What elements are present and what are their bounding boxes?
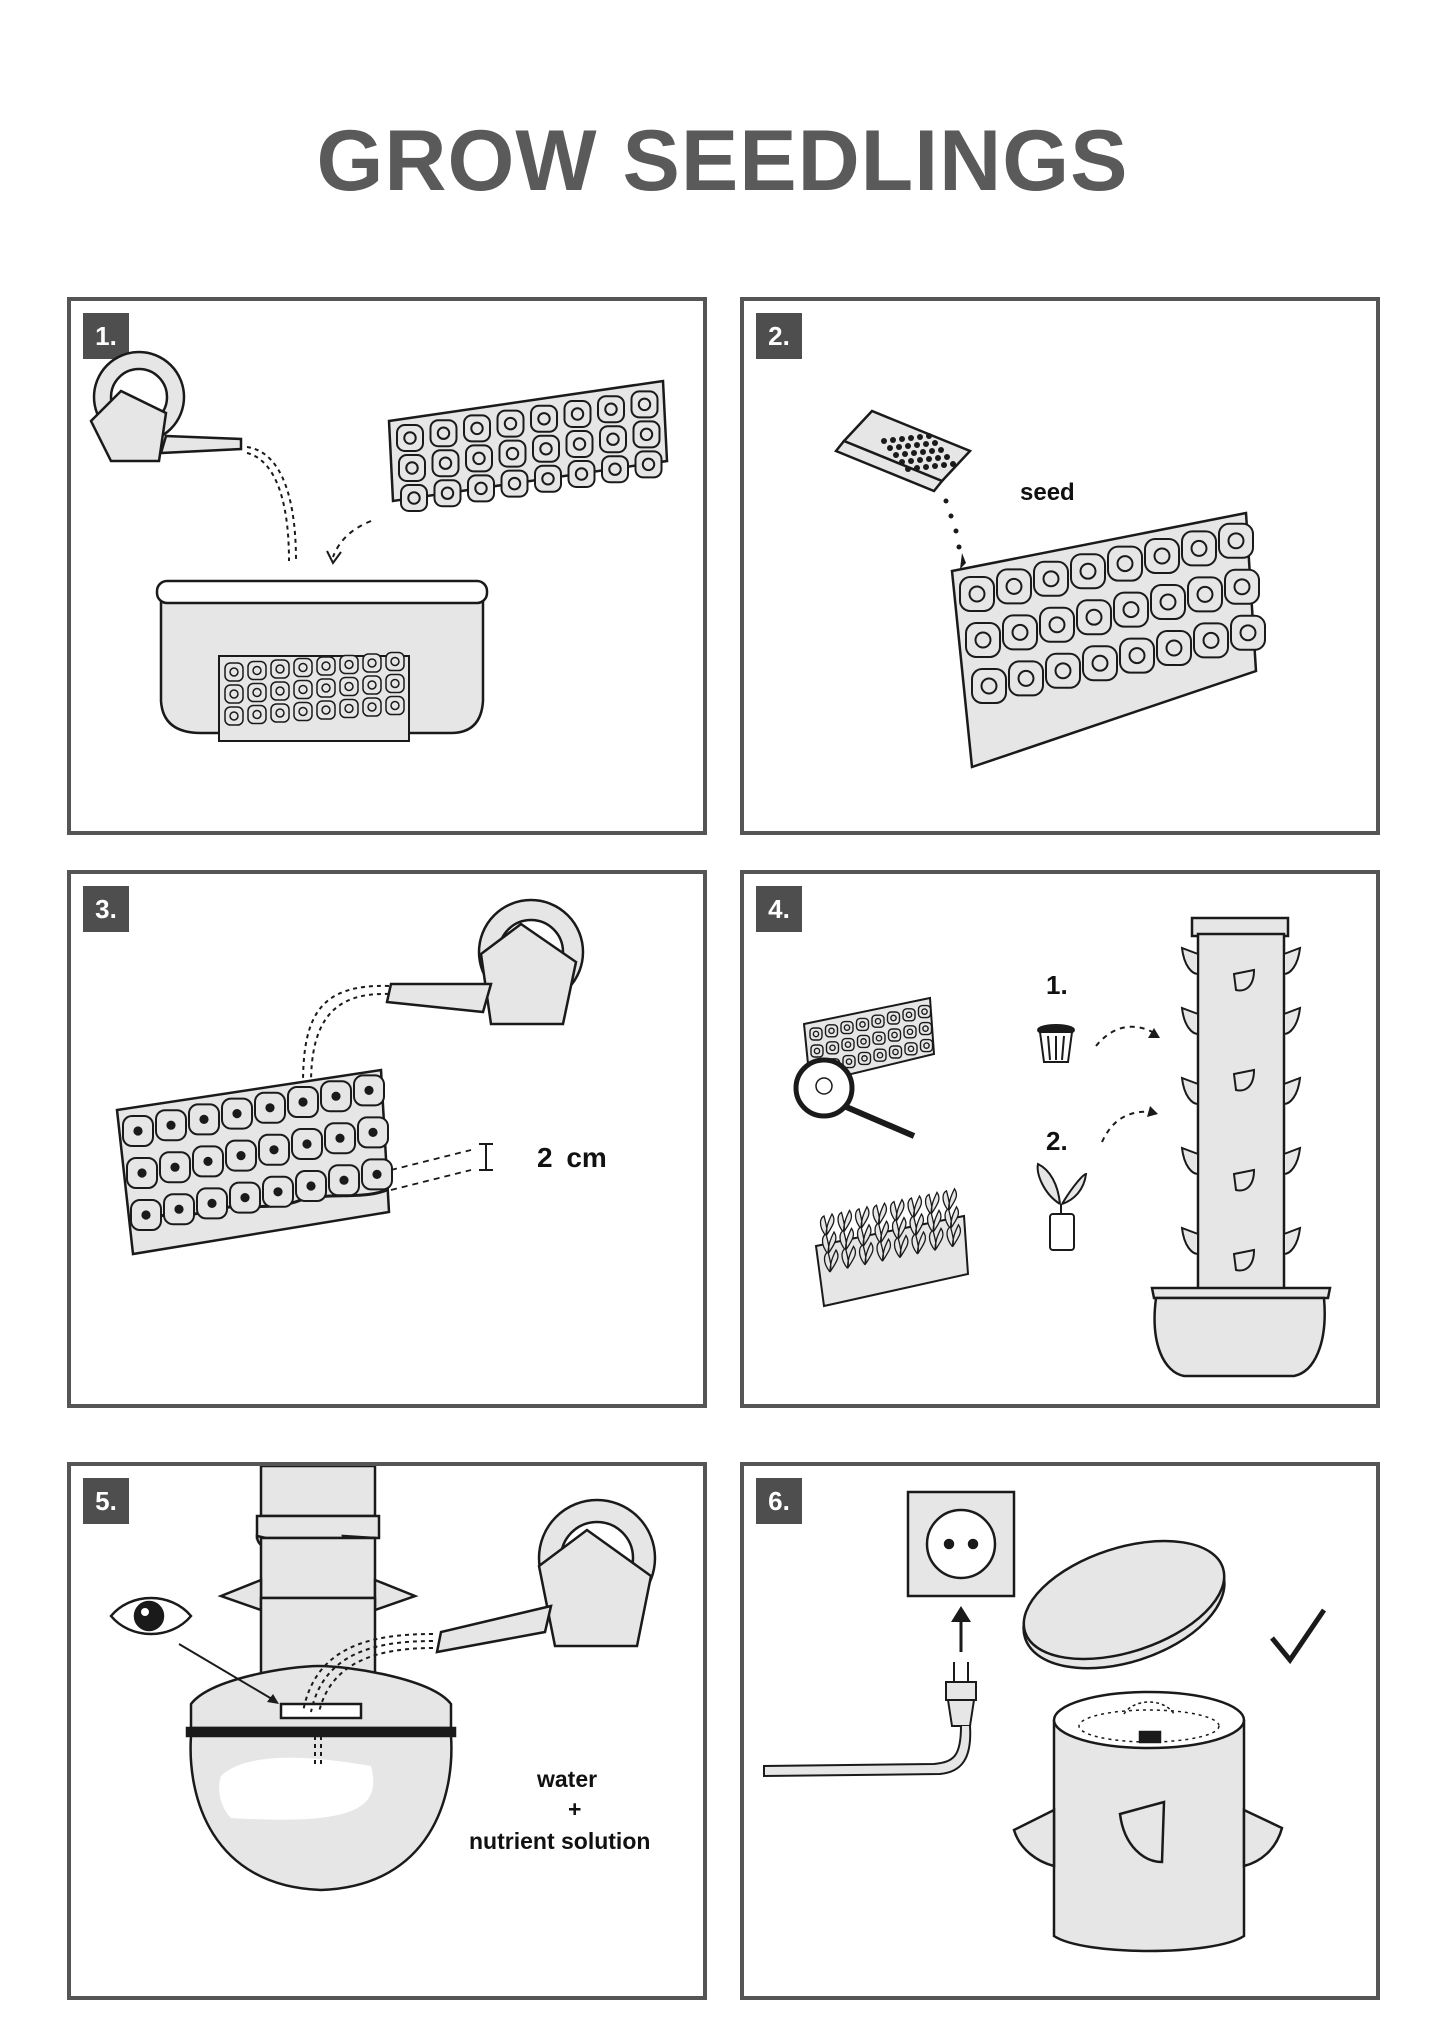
tower-pocket (1180, 1076, 1199, 1106)
step-badge: 1. (83, 313, 129, 359)
tower-pocket (1283, 1076, 1302, 1106)
tower-pocket (1232, 968, 1256, 992)
net-pot-icon (1037, 1024, 1075, 1063)
tower-pocket (1283, 1146, 1302, 1176)
garden-tower-icon (1012, 1690, 1284, 1953)
step-panel-5: 5. (67, 1462, 707, 2000)
seed-tray-icon (387, 379, 669, 512)
step-2-illustration (833, 409, 1266, 769)
tower-pocket (1232, 1248, 1256, 1272)
step-6-illustration (763, 1490, 1327, 1953)
seedling-tray-icon (814, 1187, 970, 1308)
step-badge: 3. (83, 886, 129, 932)
step-badge: 2. (756, 313, 802, 359)
step-4-illustration (793, 916, 1332, 1378)
tower-pocket (1180, 1146, 1199, 1176)
plus-label: + (568, 1796, 582, 1822)
seed-tray-icon (950, 511, 1266, 769)
step-badge: 4. (756, 886, 802, 932)
step-5-illustration (109, 1466, 657, 1892)
step-panel-1: 1. (67, 297, 707, 835)
seedling-icon (1036, 1162, 1088, 1251)
tower-pocket (1283, 1006, 1302, 1036)
power-plug-icon (763, 1662, 977, 1778)
watering-can-icon (385, 898, 585, 1026)
step-1-label: 1. (1046, 970, 1068, 1000)
tower-pocket (1180, 1226, 1199, 1256)
tower-pocket (1232, 1068, 1256, 1092)
garden-tower-icon (185, 1466, 457, 1892)
water-basin-icon (155, 579, 489, 742)
step-2-label: 2. (1046, 1126, 1068, 1156)
step-panel-4: 4. (740, 870, 1380, 1408)
step-1-illustration (89, 350, 669, 742)
tower-pocket (1232, 1168, 1256, 1192)
tower-pocket (1180, 1006, 1199, 1036)
step-badge: 5. (83, 1478, 129, 1524)
tower-pocket (1283, 946, 1302, 976)
tower-pocket (1283, 1226, 1302, 1256)
checkmark-icon (1270, 1608, 1327, 1665)
watering-can-icon (89, 350, 243, 463)
step-3-illustration (115, 898, 585, 1256)
water-label: water (537, 1766, 598, 1792)
seed-tray-icon (115, 1068, 393, 1256)
step-panel-2: 2. seed (740, 297, 1380, 835)
nutrient-solution-label: nutrient solution (469, 1828, 651, 1854)
seed-label: seed (1020, 479, 1075, 506)
page-title: GROW SEEDLINGS (316, 113, 1129, 209)
step-panel-6: 6. (740, 1462, 1380, 2000)
watering-can-icon (435, 1498, 657, 1654)
eye-icon (109, 1596, 193, 1636)
depth-label: 2 cm (537, 1142, 607, 1173)
garden-tower-icon (1150, 916, 1332, 1378)
step-panel-3: 3. 2 cm (67, 870, 707, 1408)
wall-outlet-icon (906, 1490, 1016, 1598)
tower-pocket (1180, 946, 1199, 976)
lid-icon (1022, 1539, 1226, 1670)
step-badge: 6. (756, 1478, 802, 1524)
magnifier-icon (793, 1057, 916, 1139)
seed-packet-icon (833, 409, 973, 493)
